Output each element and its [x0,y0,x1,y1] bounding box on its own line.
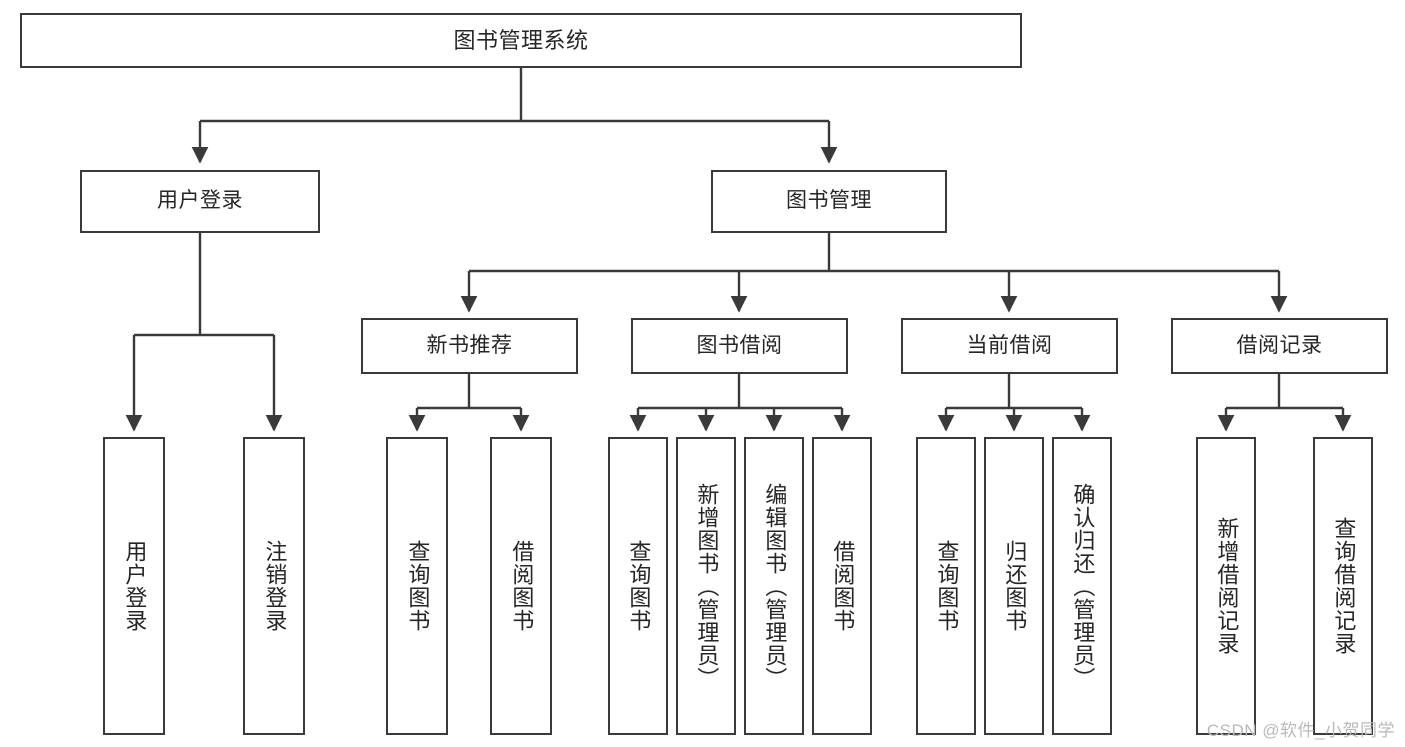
leaf-borrow-query-book[interactable]: 查询图书 [608,437,668,735]
leaf-record-add-borrow-record[interactable]: 新增借阅记录 [1196,437,1256,735]
node-label: 借阅图书 [830,540,856,632]
leaf-current-confirm-return-admin[interactable]: 确认归还（管理员） [1052,437,1112,735]
node-label: 借阅记录 [1236,333,1323,357]
node-label: 新增图书（管理员） [694,482,720,690]
node-book-management[interactable]: 图书管理 [711,170,947,233]
node-label: 用户登录 [122,540,148,632]
leaf-current-query-book[interactable]: 查询图书 [916,437,976,735]
leaf-logout-login[interactable]: 注销登录 [243,437,305,735]
leaf-borrow-borrow-book[interactable]: 借阅图书 [812,437,872,735]
node-label: 查询借阅记录 [1331,517,1357,655]
node-label: 编辑图书（管理员） [762,482,788,690]
node-current-borrow[interactable]: 当前借阅 [901,318,1118,374]
leaf-recommend-query-book[interactable]: 查询图书 [386,437,448,735]
leaf-current-return-book[interactable]: 归还图书 [984,437,1044,735]
leaf-borrow-add-book-admin[interactable]: 新增图书（管理员） [676,437,736,735]
node-label: 图书借阅 [696,333,783,357]
leaf-record-query-borrow-record[interactable]: 查询借阅记录 [1313,437,1373,735]
node-root-system[interactable]: 图书管理系统 [20,13,1022,68]
node-book-borrow[interactable]: 图书借阅 [631,318,848,374]
node-label: 借阅图书 [509,540,535,632]
node-user-login[interactable]: 用户登录 [80,170,320,233]
node-label: 用户登录 [157,189,243,213]
node-label: 查询图书 [934,540,960,632]
node-label: 查询图书 [405,540,431,632]
node-label: 图书管理系统 [453,27,589,53]
leaf-borrow-edit-book-admin[interactable]: 编辑图书（管理员） [744,437,804,735]
node-label: 查询图书 [626,540,652,632]
node-label: 归还图书 [1002,540,1028,632]
node-label: 新书推荐 [426,333,513,357]
node-label: 新增借阅记录 [1214,517,1240,655]
node-label: 当前借阅 [966,333,1053,357]
node-new-book-recommend[interactable]: 新书推荐 [361,318,578,374]
watermark: CSDN @软件_小贺同学 [1206,721,1395,740]
node-label: 确认归还（管理员） [1070,482,1096,690]
node-label: 图书管理 [786,189,872,213]
node-label: 注销登录 [262,540,288,632]
leaf-recommend-borrow-book[interactable]: 借阅图书 [490,437,552,735]
leaf-user-login[interactable]: 用户登录 [103,437,165,735]
node-borrow-record[interactable]: 借阅记录 [1171,318,1388,374]
